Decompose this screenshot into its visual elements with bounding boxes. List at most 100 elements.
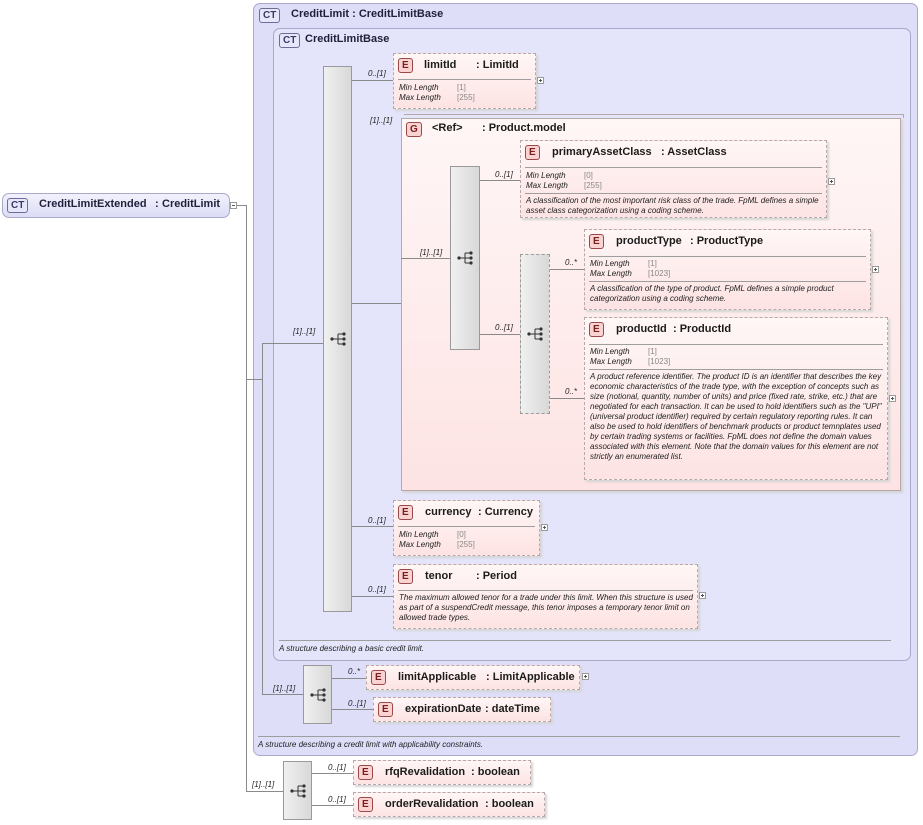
- element-tenor[interactable]: E tenor : Period The maximum allowed ten…: [393, 564, 698, 629]
- connector: [480, 180, 520, 181]
- expand-icon[interactable]: [699, 592, 706, 599]
- connector: [262, 343, 263, 694]
- element-type: : boolean: [485, 798, 534, 810]
- connector: [312, 773, 353, 774]
- sequence-icon: [457, 251, 473, 265]
- cardinality: [1]..[1]: [370, 116, 393, 125]
- element-badge: E: [589, 234, 604, 249]
- connector: [401, 258, 450, 259]
- connector: [550, 398, 584, 399]
- expand-icon[interactable]: [828, 178, 835, 185]
- cardinality: 0..*: [565, 387, 578, 396]
- prop-value: [0]: [457, 530, 466, 539]
- element-doc: A classification of the most important r…: [526, 196, 819, 215]
- expand-icon[interactable]: [582, 673, 589, 680]
- divider: [398, 79, 531, 80]
- prop-value: [1023]: [648, 269, 671, 278]
- divider: [525, 193, 822, 194]
- prop-label: Max Length: [399, 540, 441, 549]
- prop-label: Min Length: [399, 530, 439, 539]
- element-product-id[interactable]: E productId : ProductId Min Length [1] M…: [584, 317, 888, 480]
- divider: [398, 526, 535, 527]
- group-name: <Ref>: [432, 122, 463, 134]
- cardinality: 0..*: [565, 258, 578, 267]
- element-product-type[interactable]: E productType : ProductType Min Length […: [584, 229, 871, 310]
- prop-value: [1]: [457, 83, 466, 92]
- credit-limit-base-doc: A structure describing a basic credit li…: [279, 644, 425, 653]
- root-type-box[interactable]: [2, 193, 230, 218]
- root-sep: :: [155, 198, 159, 210]
- prop-value: [255]: [457, 540, 475, 549]
- ct-badge: CT: [259, 8, 281, 23]
- divider: [589, 281, 866, 282]
- element-currency[interactable]: E currency : Currency Min Length [0] Max…: [393, 500, 540, 556]
- element-name: orderRevalidation: [385, 798, 479, 810]
- element-name: rfqRevalidation: [385, 766, 466, 778]
- element-name: limitId: [424, 59, 457, 71]
- sequence-icon: [330, 332, 346, 346]
- connector: [352, 303, 401, 304]
- connector: [332, 678, 366, 679]
- prop-label: Max Length: [526, 181, 568, 190]
- element-badge: E: [398, 569, 413, 584]
- element-type: : dateTime: [485, 703, 540, 715]
- element-limit-applicable[interactable]: E limitApplicable : LimitApplicable: [366, 665, 580, 690]
- expand-icon[interactable]: [537, 77, 544, 84]
- prop-label: Min Length: [590, 259, 630, 268]
- credit-limit-doc: A structure describing a credit limit wi…: [258, 740, 484, 749]
- connector: [262, 343, 323, 344]
- element-expiration-date[interactable]: E expirationDate : dateTime: [373, 697, 551, 722]
- element-doc: A product reference identifier. The prod…: [590, 372, 882, 461]
- element-badge: E: [398, 58, 413, 73]
- element-type: : AssetClass: [661, 146, 727, 158]
- cardinality: 0..[1]: [328, 795, 346, 804]
- cardinality: 0..[1]: [368, 516, 386, 525]
- element-type: : ProductId: [673, 323, 732, 335]
- element-badge: E: [358, 797, 373, 812]
- prop-value: [1]: [648, 347, 657, 356]
- element-primary-asset-class[interactable]: E primaryAssetClass : AssetClass Min Len…: [520, 140, 827, 218]
- ct-badge: CT: [279, 33, 301, 48]
- element-type: : boolean: [471, 766, 520, 778]
- expand-icon[interactable]: [872, 266, 879, 273]
- element-name: productType: [616, 235, 682, 247]
- connector: [237, 205, 246, 206]
- collapse-icon[interactable]: [230, 202, 237, 209]
- element-badge: E: [589, 322, 604, 337]
- element-name: limitApplicable: [398, 671, 477, 683]
- element-name: primaryAssetClass: [552, 146, 652, 158]
- element-badge: E: [358, 765, 373, 780]
- connector: [352, 596, 393, 597]
- choice-icon: [527, 327, 543, 341]
- prop-label: Min Length: [399, 83, 439, 92]
- connector: [352, 80, 393, 81]
- cardinality: 0..[1]: [495, 170, 513, 179]
- group-type: : Product.model: [482, 122, 566, 134]
- credit-limit-base-title: CreditLimitBase: [305, 33, 390, 45]
- divider: [258, 736, 900, 737]
- group-frame: [404, 114, 904, 118]
- prop-label: Max Length: [399, 93, 441, 102]
- divider: [525, 167, 822, 168]
- cardinality: 0..[1]: [328, 763, 346, 772]
- divider: [589, 369, 883, 370]
- divider: [279, 640, 891, 641]
- expand-icon[interactable]: [889, 395, 896, 402]
- expand-icon[interactable]: [541, 524, 548, 531]
- prop-value: [255]: [457, 93, 475, 102]
- element-type: : LimitApplicable: [486, 671, 575, 683]
- element-doc: A classification of the type of product.…: [590, 284, 834, 303]
- divider: [589, 344, 883, 345]
- element-badge: E: [371, 670, 386, 685]
- element-limit-id[interactable]: E limitId : LimitId Min Length [1] Max L…: [393, 53, 536, 109]
- cardinality: 0..[1]: [368, 69, 386, 78]
- root-type: CreditLimit: [162, 198, 221, 210]
- prop-value: [0]: [584, 171, 593, 180]
- sequence-icon: [290, 784, 306, 798]
- sequence-icon: [310, 688, 326, 702]
- element-order-revalidation[interactable]: E orderRevalidation : boolean: [353, 792, 545, 817]
- element-rfq-revalidation[interactable]: E rfqRevalidation : boolean: [353, 760, 531, 785]
- group-badge: G: [406, 122, 422, 137]
- root-name: CreditLimitExtended: [39, 198, 147, 210]
- divider: [398, 590, 693, 591]
